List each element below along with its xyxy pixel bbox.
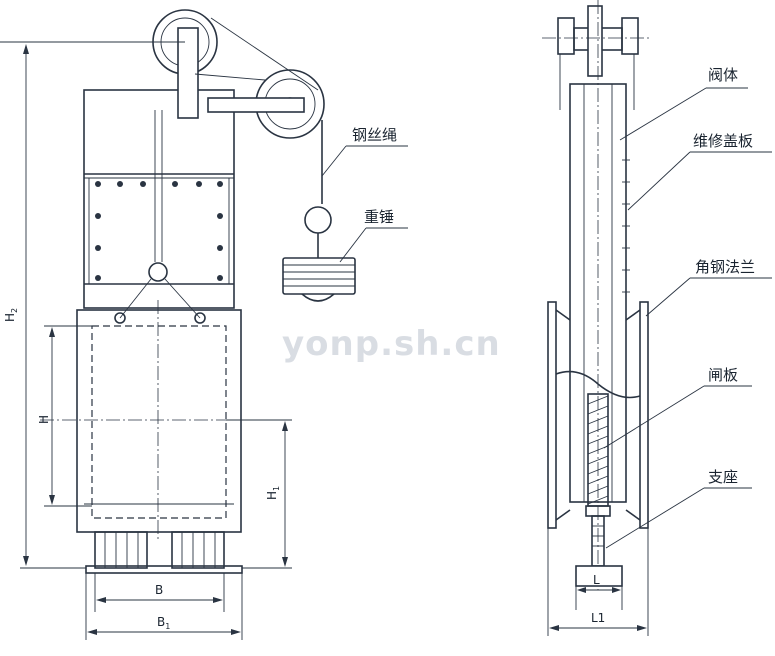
- label-counterweight: 重锤: [364, 208, 394, 226]
- dimension-l1: L1: [547, 528, 649, 636]
- support-base: [575, 505, 623, 610]
- side-drive-shaft: [587, 5, 603, 77]
- dimension-b: B: [94, 573, 225, 612]
- label-support: 支座: [708, 468, 738, 486]
- label-b: B: [155, 583, 163, 597]
- gate-frame: [76, 309, 242, 533]
- dimension-b1: B1: [85, 573, 243, 640]
- front-view: H2 H H1 B: [0, 9, 408, 640]
- drive-shaft: [177, 27, 199, 119]
- label-wire-rope: 钢丝绳: [352, 126, 397, 144]
- label-l: L: [593, 573, 600, 587]
- label-h2: H2: [3, 308, 19, 322]
- label-b1: B1: [157, 615, 170, 631]
- watermark: yonp.sh.cn: [282, 324, 501, 364]
- label-l1: L1: [591, 611, 605, 625]
- counterweight: [282, 206, 356, 302]
- label-h1: H1: [265, 486, 281, 500]
- cover-bolts: [95, 181, 223, 281]
- label-valve-body: 阀体: [708, 66, 738, 84]
- dimension-l: L: [577, 573, 621, 593]
- support-legs: [85, 531, 243, 574]
- maintenance-cover: [622, 150, 630, 300]
- upper-housing: [83, 89, 235, 309]
- dimension-h1: H1: [226, 419, 292, 569]
- label-angle-flange: 角钢法兰: [695, 258, 755, 276]
- drive-arm: [207, 97, 305, 113]
- dimension-h: H: [37, 325, 92, 507]
- label-h: H: [37, 415, 51, 424]
- label-maintenance-cover: 维修盖板: [693, 132, 753, 150]
- angle-flanges: [547, 301, 649, 529]
- label-gate-plate: 闸板: [708, 366, 738, 384]
- side-view: L L1 阀体 维修盖板 角钢法兰 闸板 支座: [542, 0, 772, 636]
- dimension-h2: H2: [0, 41, 185, 569]
